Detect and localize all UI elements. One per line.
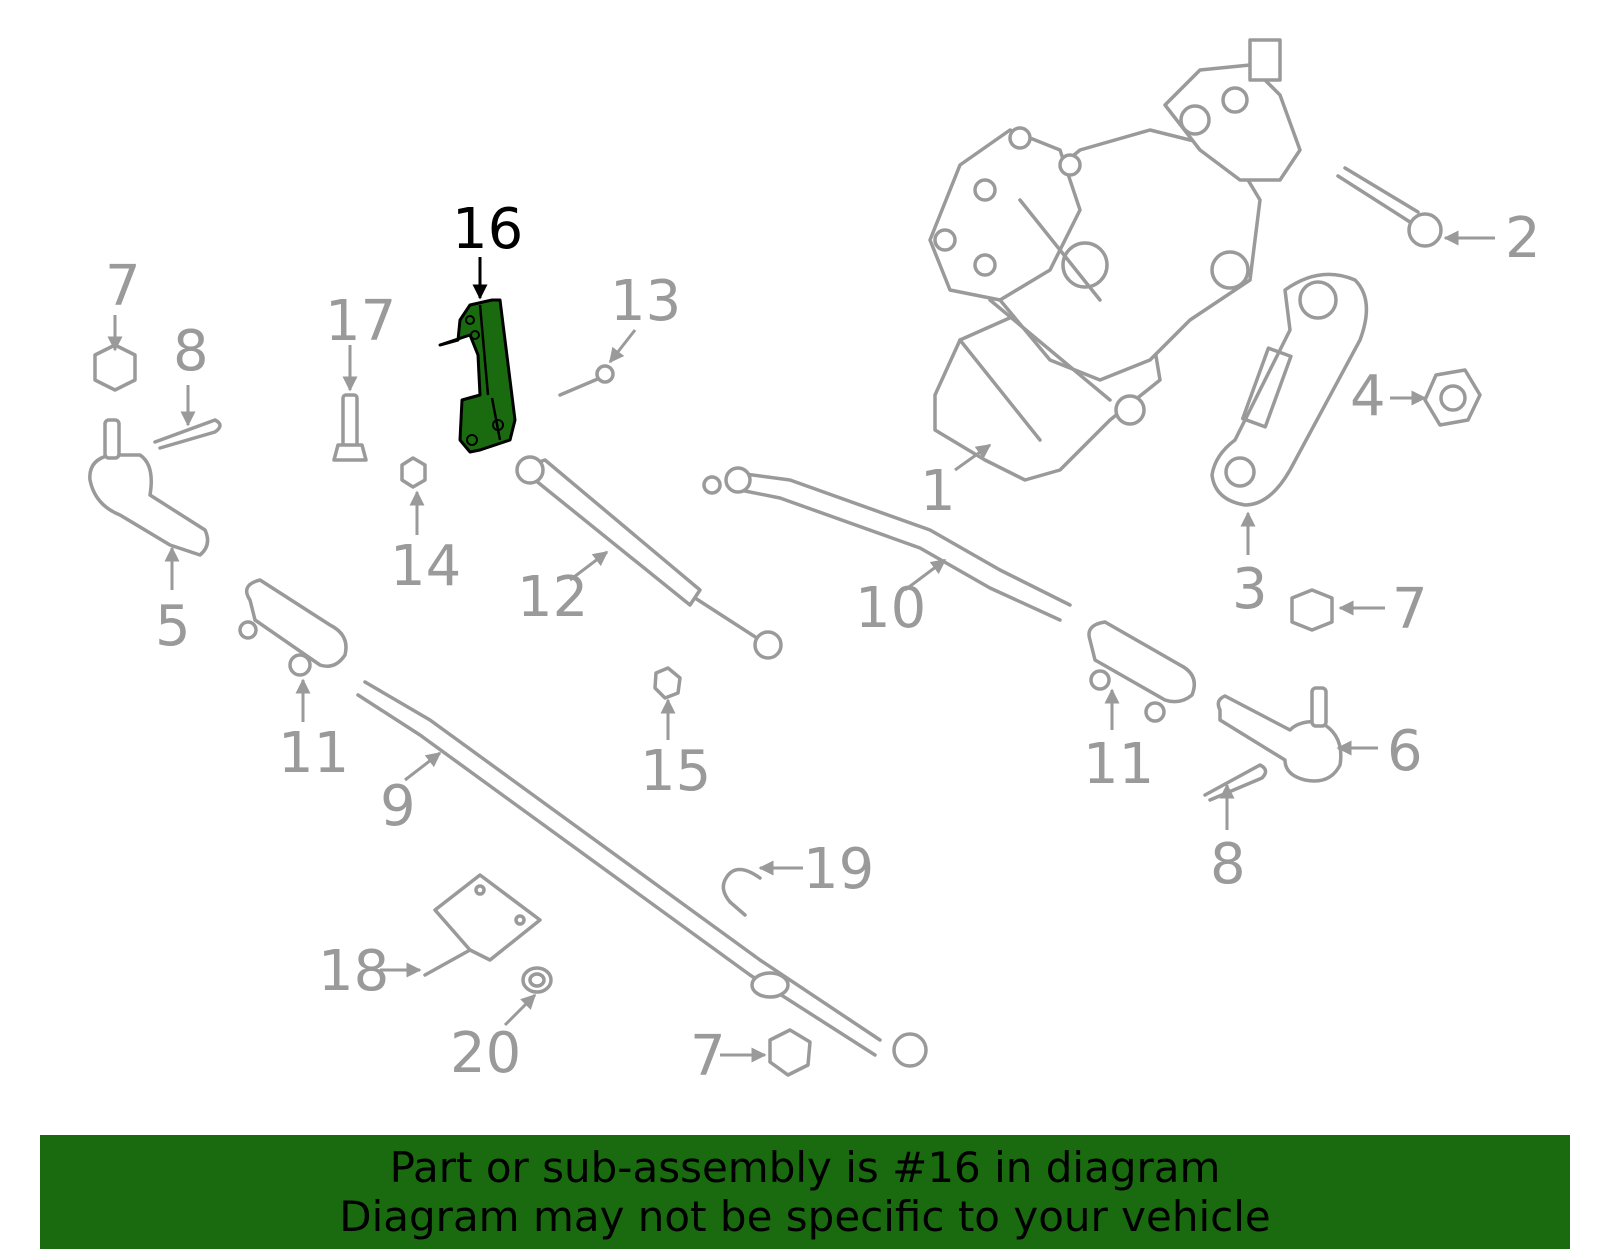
svg-text:7: 7 bbox=[105, 254, 141, 319]
svg-text:17: 17 bbox=[325, 289, 396, 354]
svg-text:14: 14 bbox=[390, 534, 461, 599]
adjusting-sleeve-part-11-b[interactable] bbox=[1087, 620, 1196, 723]
svg-text:2: 2 bbox=[1505, 206, 1541, 271]
svg-text:19: 19 bbox=[803, 837, 874, 902]
footer-line-part-number: Part or sub-assembly is #16 in diagram bbox=[389, 1143, 1221, 1192]
svg-text:11: 11 bbox=[278, 721, 349, 786]
bolt-part-17[interactable] bbox=[332, 393, 368, 462]
tie-rod-part-9[interactable] bbox=[356, 680, 928, 1068]
bolt-part-2[interactable] bbox=[1336, 166, 1443, 248]
nut-part-14[interactable] bbox=[400, 456, 427, 489]
svg-text:10: 10 bbox=[855, 576, 926, 641]
svg-text:8: 8 bbox=[1210, 832, 1246, 897]
callout-3: 3 bbox=[1232, 511, 1268, 622]
tie-rod-end-part-5[interactable] bbox=[88, 418, 210, 557]
callout-9: 9 bbox=[380, 751, 442, 839]
svg-text:7: 7 bbox=[690, 1024, 726, 1089]
bolt-part-13[interactable] bbox=[558, 364, 615, 397]
callout-8-a: 8 bbox=[173, 319, 209, 427]
callout-7-c: 7 bbox=[690, 1024, 767, 1089]
svg-text:20: 20 bbox=[450, 1021, 521, 1086]
svg-text:3: 3 bbox=[1232, 557, 1268, 622]
callout-13: 13 bbox=[608, 269, 681, 364]
tie-rod-end-part-6[interactable] bbox=[1216, 686, 1343, 783]
bushing-part-20[interactable] bbox=[521, 966, 553, 994]
callout-7-a: 7 bbox=[105, 254, 141, 352]
callout-20: 20 bbox=[450, 993, 537, 1086]
adjusting-sleeve-part-11-a[interactable] bbox=[238, 578, 348, 677]
callout-18: 18 bbox=[318, 939, 422, 1004]
cotter-pin-part-8-b[interactable] bbox=[1203, 763, 1268, 802]
drag-link-part-10[interactable] bbox=[702, 466, 1072, 622]
callout-2: 2 bbox=[1443, 206, 1541, 271]
svg-text:11: 11 bbox=[1083, 732, 1154, 797]
callout-5: 5 bbox=[155, 546, 191, 659]
callout-14: 14 bbox=[390, 490, 461, 599]
svg-text:12: 12 bbox=[517, 565, 588, 630]
svg-text:7: 7 bbox=[1392, 577, 1428, 642]
castle-nut-part-7-c[interactable] bbox=[768, 1028, 812, 1077]
callout-17: 17 bbox=[325, 289, 396, 392]
svg-text:9: 9 bbox=[380, 774, 416, 839]
pitman-arm-part-3[interactable] bbox=[1210, 272, 1369, 507]
svg-text:8: 8 bbox=[173, 319, 209, 384]
bracket-part-16[interactable] bbox=[438, 298, 517, 454]
callout-8-b: 8 bbox=[1210, 783, 1246, 897]
mount-bracket-part-18[interactable] bbox=[423, 873, 542, 977]
callout-12: 12 bbox=[517, 550, 609, 630]
callout-4: 4 bbox=[1350, 364, 1427, 429]
callout-number-1: 1 bbox=[920, 459, 956, 524]
svg-text:15: 15 bbox=[640, 739, 711, 804]
cotter-pin-part-8-a[interactable] bbox=[153, 418, 222, 450]
steering-gear-part-1[interactable] bbox=[928, 38, 1302, 482]
clip-part-19[interactable] bbox=[721, 867, 762, 917]
footer-line-disclaimer: Diagram may not be specific to your vehi… bbox=[339, 1192, 1271, 1241]
svg-text:4: 4 bbox=[1350, 364, 1386, 429]
callout-1: 1 bbox=[920, 443, 992, 524]
castle-nut-part-7-b[interactable] bbox=[1290, 588, 1334, 632]
callout-7-b: 7 bbox=[1338, 577, 1428, 642]
steering-damper-part-12[interactable] bbox=[515, 455, 783, 660]
callout-15: 15 bbox=[640, 698, 711, 804]
nut-part-15[interactable] bbox=[653, 666, 682, 700]
callout-16: 16 bbox=[452, 197, 523, 300]
footer-banner: Part or sub-assembly is #16 in diagram D… bbox=[40, 1135, 1570, 1249]
highlighted-callout-16: 16 bbox=[452, 197, 523, 262]
castle-nut-part-7-a[interactable] bbox=[93, 343, 137, 392]
callout-19: 19 bbox=[758, 837, 874, 902]
callout-10: 10 bbox=[855, 558, 947, 641]
svg-text:18: 18 bbox=[318, 939, 389, 1004]
svg-text:5: 5 bbox=[155, 594, 191, 659]
callout-11-a: 11 bbox=[278, 678, 349, 786]
callout-6: 6 bbox=[1336, 719, 1423, 784]
nut-part-4[interactable] bbox=[1423, 368, 1482, 427]
svg-text:6: 6 bbox=[1387, 719, 1423, 784]
parts-diagram: 1 2 3 4 5 6 7 7 7 8 8 9 bbox=[88, 38, 1541, 1089]
callout-11-b: 11 bbox=[1083, 688, 1154, 797]
svg-text:13: 13 bbox=[610, 269, 681, 334]
